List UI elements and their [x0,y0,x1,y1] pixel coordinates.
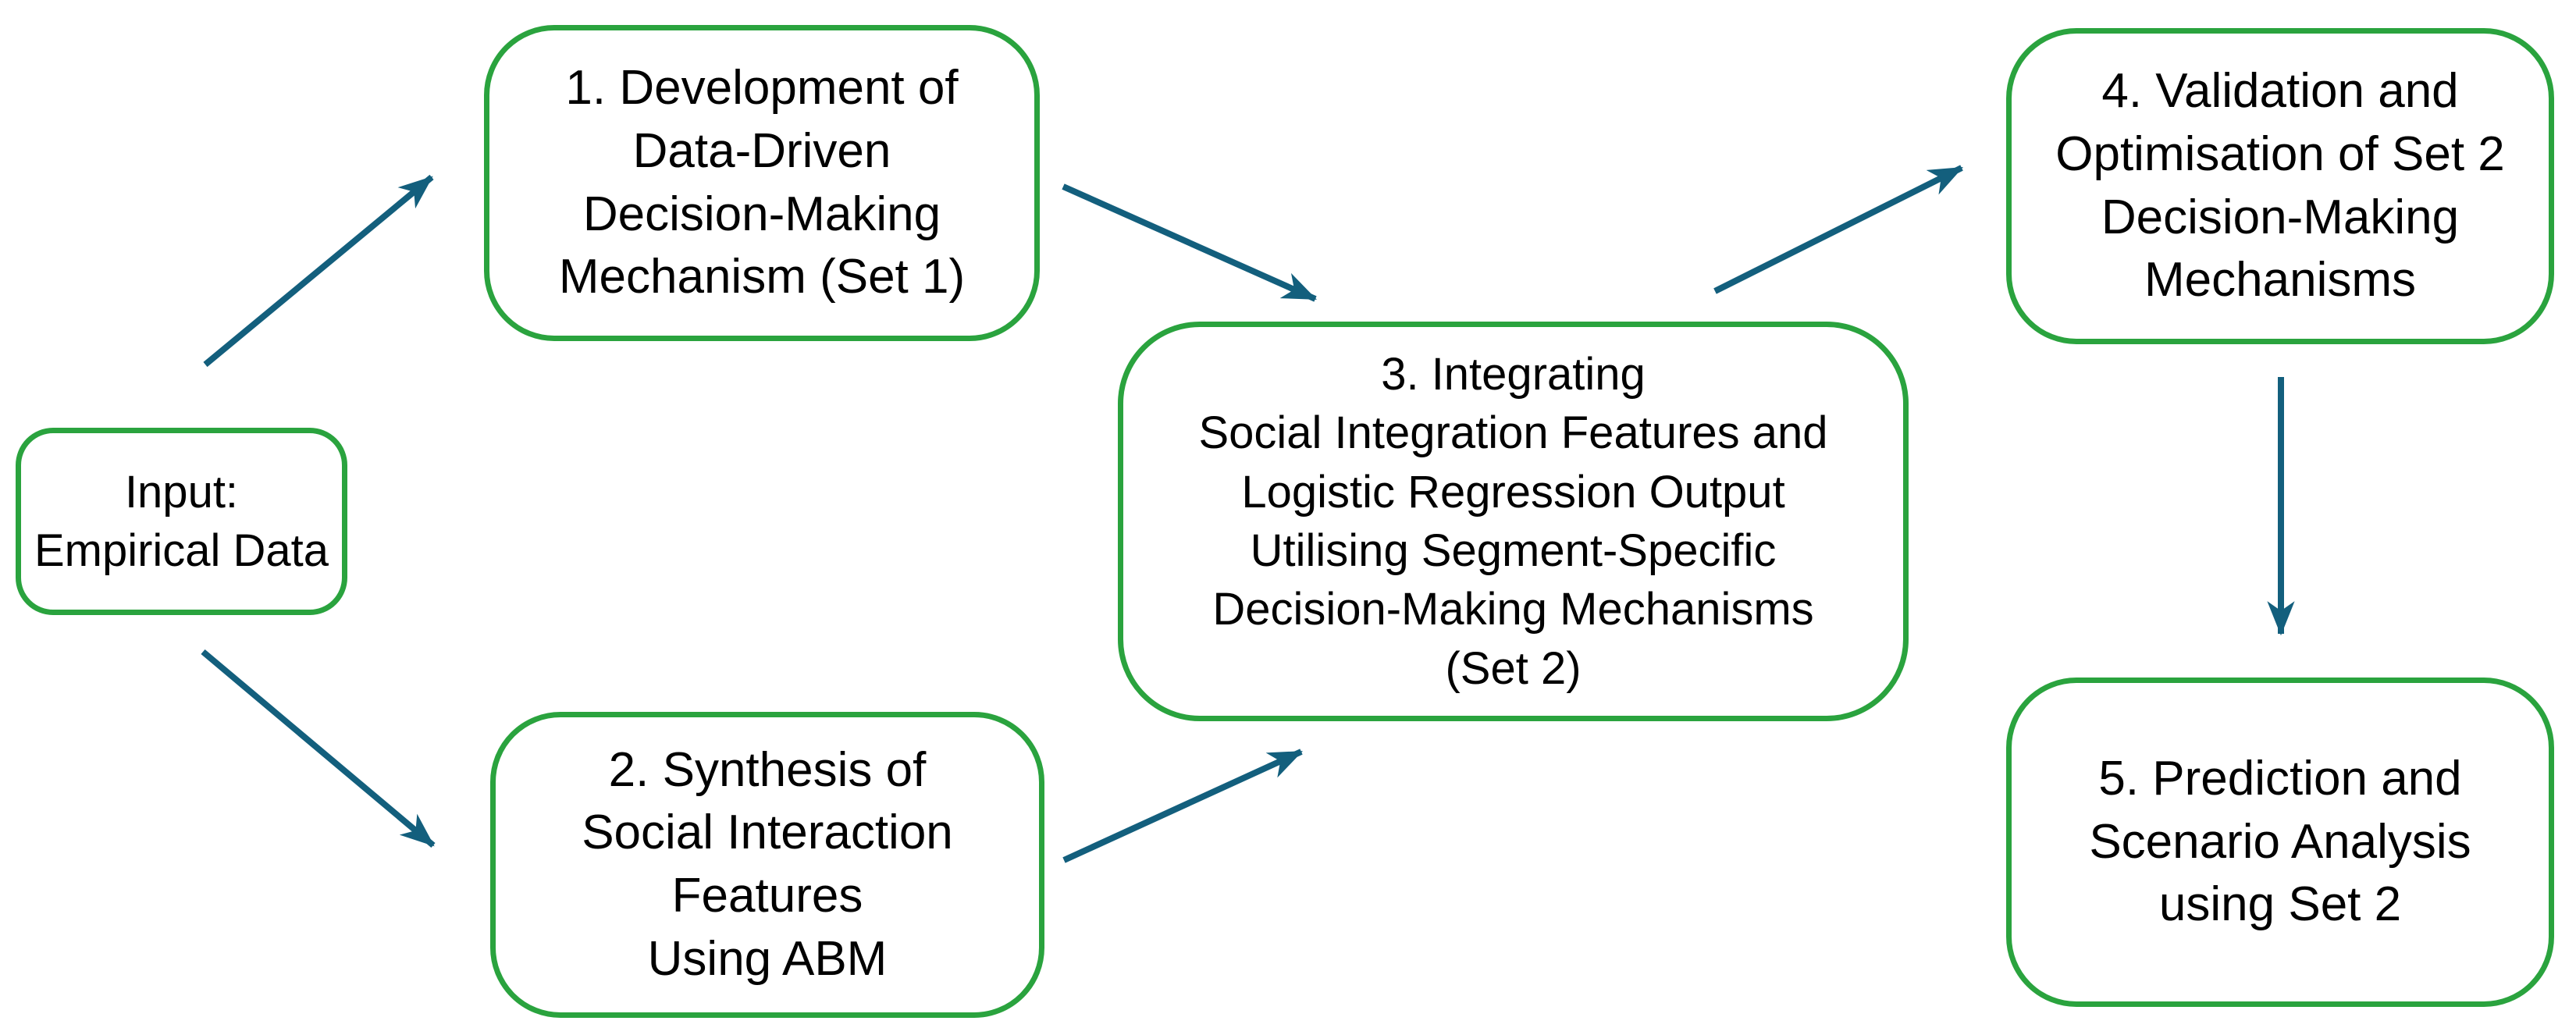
arrow-input-to-step2 [201,649,436,848]
arrow-input-to-step1 [203,174,434,368]
node-step4-validation-optimisation-set2: 4. Validation and Optimisation of Set 2 … [2006,28,2554,344]
arrow-step2-to-step3 [1062,749,1304,863]
node-step2-synthesis-social-interaction-abm: 2. Synthesis of Social Interaction Featu… [490,712,1044,1018]
arrow-step1-to-step3 [1062,183,1318,302]
node-step5-prediction-scenario-analysis: 5. Prediction and Scenario Analysis usin… [2006,678,2554,1007]
node-input-empirical-data: Input: Empirical Data [16,428,347,615]
node-step1-development-data-driven-mechanism: 1. Development of Data-Driven Decision-M… [484,25,1040,341]
node-step3-integrating-features-set2: 3. Integrating Social Integration Featur… [1118,322,1909,721]
arrow-step3-to-step4 [1713,165,1963,294]
